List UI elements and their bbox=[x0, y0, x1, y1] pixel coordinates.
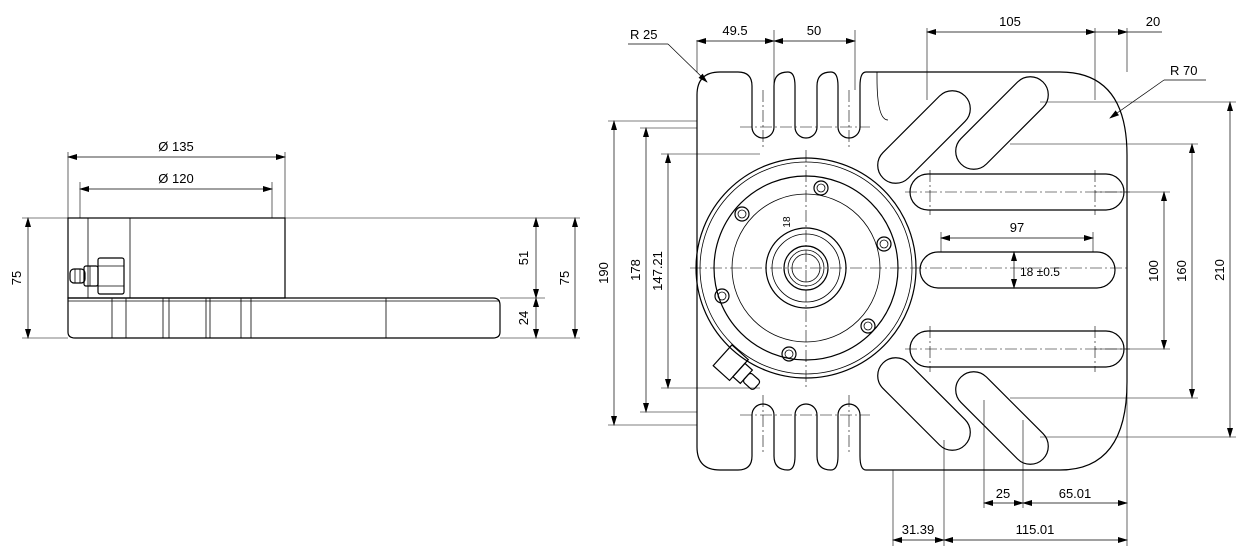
dim-97: 97 bbox=[1010, 220, 1024, 235]
slots bbox=[877, 76, 1125, 465]
dim-height-body: 51 bbox=[516, 251, 531, 265]
dim-160: 160 bbox=[1174, 260, 1189, 282]
dim-20: 20 bbox=[1146, 14, 1160, 29]
side-view: Ø 135 Ø 120 75 51 24 75 bbox=[9, 139, 580, 339]
connector-fitting bbox=[69, 257, 125, 295]
dim-dia-135: Ø 135 bbox=[158, 139, 193, 154]
bolt-holes bbox=[714, 180, 892, 362]
hub-label: 18 bbox=[782, 216, 793, 228]
dim-height-plate: 24 bbox=[516, 311, 531, 325]
dim-r70: R 70 bbox=[1170, 63, 1197, 78]
dim-18-tol: 18 ±0.5 bbox=[1020, 265, 1060, 279]
center-lines bbox=[690, 90, 1130, 455]
dim-105: 105 bbox=[999, 14, 1021, 29]
plate-outline bbox=[696, 71, 1128, 471]
dim-dia-120: Ø 120 bbox=[158, 171, 193, 186]
dim-100: 100 bbox=[1146, 260, 1161, 282]
dim-31-39: 31.39 bbox=[902, 522, 935, 537]
dim-65-01: 65.01 bbox=[1059, 486, 1092, 501]
dim-190: 190 bbox=[596, 262, 611, 284]
dim-25: 25 bbox=[996, 486, 1010, 501]
top-view: 18 bbox=[596, 14, 1236, 546]
dim-50: 50 bbox=[807, 23, 821, 38]
dim-147-21: 147.21 bbox=[650, 251, 665, 291]
dim-178: 178 bbox=[628, 259, 643, 281]
top-connector bbox=[712, 344, 761, 390]
dim-115-01: 115.01 bbox=[1016, 522, 1055, 537]
dim-r25: R 25 bbox=[630, 27, 657, 42]
side-base-plate bbox=[67, 297, 501, 339]
dim-height-right: 75 bbox=[557, 271, 572, 285]
dim-49-5: 49.5 bbox=[722, 23, 747, 38]
dim-210: 210 bbox=[1212, 259, 1227, 281]
dim-height-left: 75 bbox=[9, 271, 24, 285]
